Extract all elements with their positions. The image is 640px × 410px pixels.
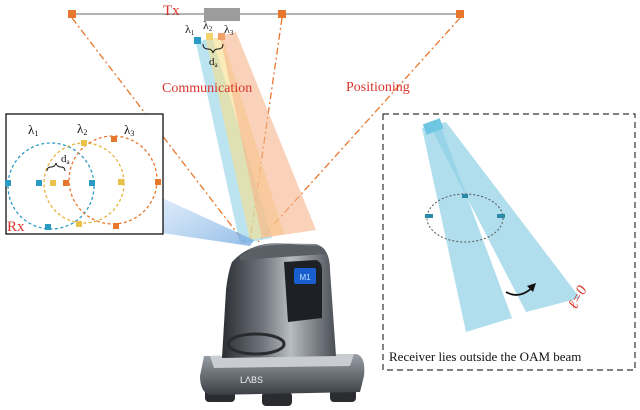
spacing-brace — [202, 43, 224, 54]
source-dot-1 — [194, 37, 201, 44]
positioning-label: Positioning — [346, 80, 410, 95]
anchor-marker-right — [456, 10, 464, 18]
robot-brand: LΛBS — [240, 375, 263, 385]
rx-lambda-2: λ2 — [77, 121, 87, 137]
tx-spacing: da — [209, 56, 219, 69]
rx-projection — [162, 198, 254, 246]
source-dot-3 — [218, 33, 225, 40]
inset-panel — [382, 113, 636, 371]
tx-lambda-3: λ3 — [224, 22, 234, 37]
beam-lambda-3 — [220, 32, 316, 238]
rx-label: Rx — [7, 219, 25, 235]
inset-source — [422, 118, 444, 135]
communication-label: Communication — [162, 81, 252, 96]
oam-beams — [196, 32, 316, 244]
rx-lambda-3: λ3 — [124, 122, 134, 138]
inset-caption: Receiver lies outside the OAM beam — [389, 349, 581, 364]
rx-detail-box — [5, 113, 164, 235]
tx-lambda-2: λ2 — [203, 18, 213, 33]
rx-lambda-1: λ1 — [28, 122, 38, 138]
robot: M1 LΛBS — [200, 243, 365, 406]
tx-label: Tx — [163, 3, 180, 19]
inset-beam-1 — [422, 124, 512, 332]
anchor-marker-left — [68, 10, 76, 18]
transmitter — [204, 8, 240, 21]
rx-spacing: da — [61, 153, 71, 166]
source-dot-2 — [206, 33, 213, 40]
robot-screen-text: M1 — [299, 273, 311, 282]
tx-lambda-1: λ1 — [185, 22, 195, 37]
anchor-marker-mid — [278, 10, 286, 18]
